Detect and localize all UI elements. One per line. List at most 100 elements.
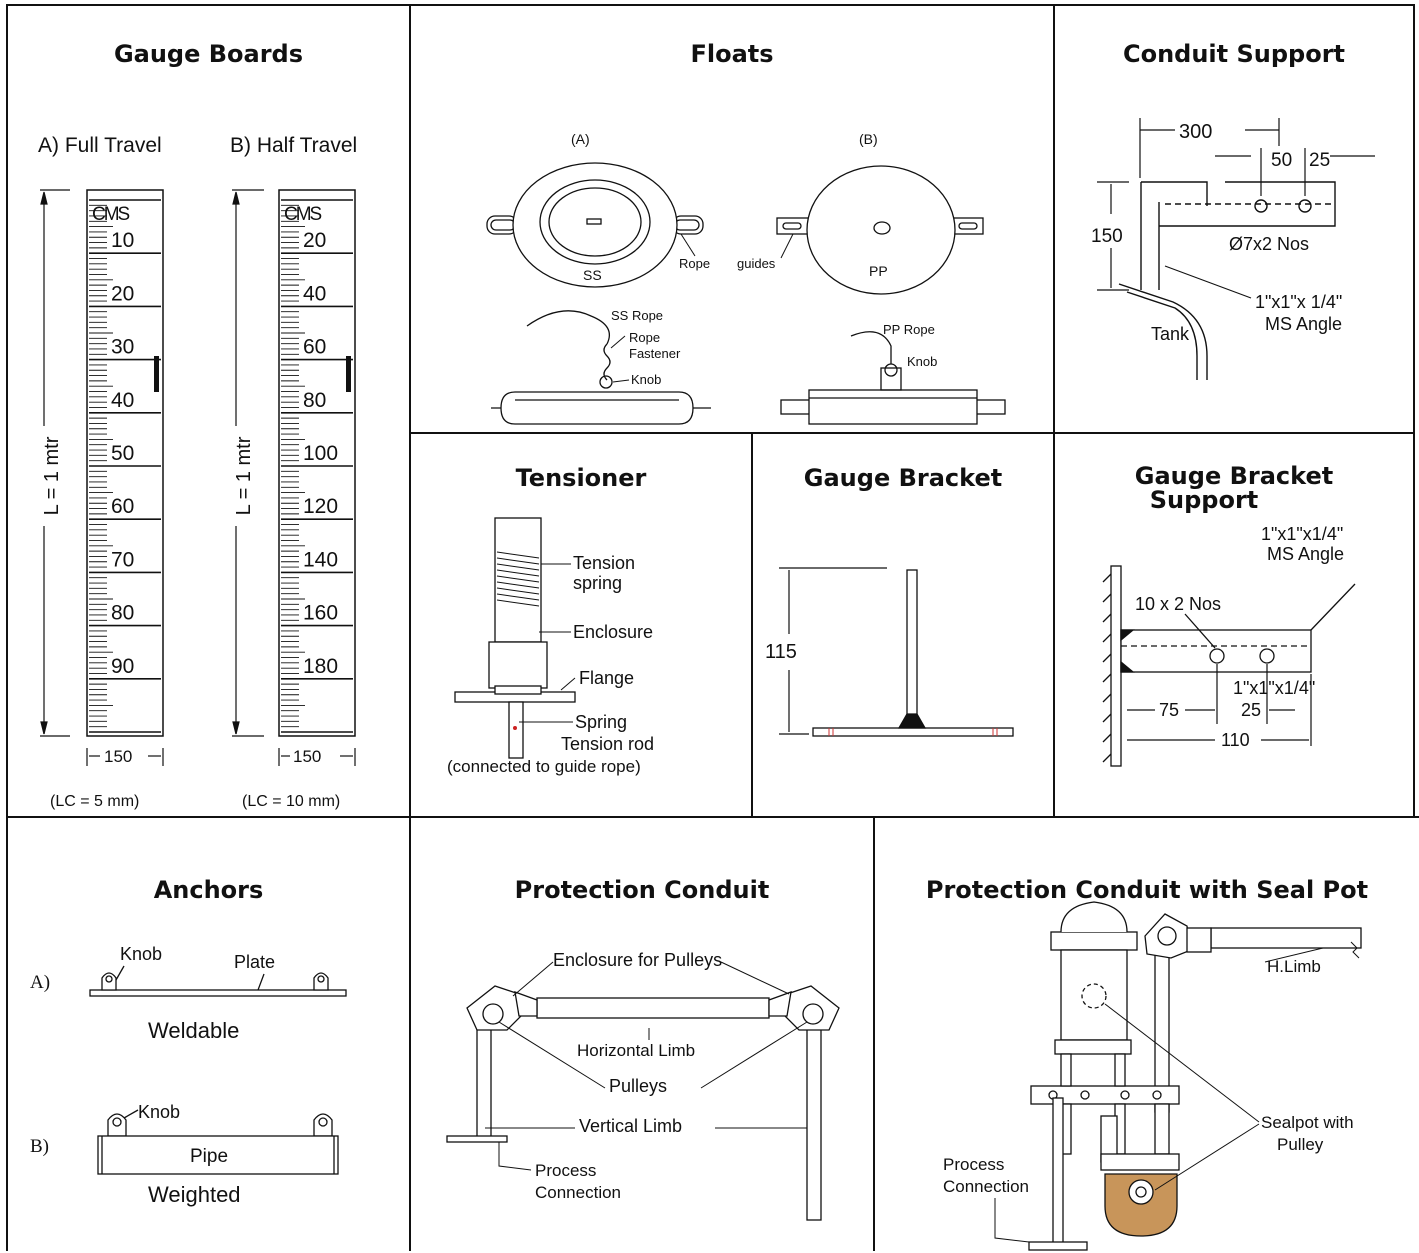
- scale-number: 120: [303, 495, 338, 518]
- knob-label-anchor-b: Knob: [138, 1102, 180, 1122]
- seal-pot-panel: Protection Conduit with Seal Pot: [873, 816, 1419, 1251]
- lc-label-a: (LC = 5 mm): [50, 793, 139, 810]
- pulleys-label: Pulleys: [609, 1076, 667, 1096]
- process-connection-label-1: Process: [535, 1161, 596, 1180]
- sealpot-label-1: Sealpot with: [1261, 1113, 1354, 1132]
- scale-number: 60: [111, 495, 134, 518]
- scale-number: 30: [111, 336, 134, 359]
- dim-50: 50: [1271, 150, 1292, 171]
- scale-number: 80: [111, 602, 134, 625]
- scale-number: 50: [111, 442, 134, 465]
- bracket-body: [812, 569, 1014, 737]
- tensioner-body: [454, 517, 576, 759]
- float-b-label: (B): [859, 131, 878, 147]
- ms-angle-label-1: 1"x1"x 1/4": [1255, 292, 1342, 312]
- protection-conduit-panel: Protection Conduit Enclosure for Pulleys…: [409, 816, 875, 1251]
- pp-label: PP: [869, 263, 888, 279]
- rod-mark: [513, 726, 517, 730]
- tension-spring-label-2: spring: [573, 573, 622, 593]
- sealpot-label-2: Pulley: [1277, 1135, 1324, 1154]
- length-label-a: L = 1 mtr: [41, 436, 63, 515]
- dim-115: 115: [765, 641, 797, 663]
- dim-75: 75: [1159, 700, 1179, 720]
- conduit-assembly: [446, 985, 840, 1221]
- ms-angle-label-2: MS Angle: [1265, 314, 1342, 334]
- vertical-limb-label: Vertical Limb: [579, 1116, 682, 1136]
- tensioner-panel: Tensioner Tension spring Enclosure Flang…: [409, 432, 753, 818]
- sealpot-process-label-1: Process: [943, 1155, 1004, 1174]
- ss-float-top-view: [486, 162, 704, 288]
- scale-number: 160: [303, 602, 338, 625]
- flange-label: Flange: [579, 668, 634, 688]
- spring-rod-label-2: Tension rod: [561, 734, 654, 754]
- cms-label-a: CMS: [92, 204, 130, 225]
- conduit-support-panel: Conduit Support 300 50 25 150 Ø7x2 Nos 1…: [1053, 4, 1415, 434]
- weighted-anchor: [97, 1109, 339, 1175]
- pointer-a: [154, 356, 159, 392]
- bracket-holes-label: 10 x 2 Nos: [1135, 594, 1221, 614]
- gauge-bracket-panel: Gauge Bracket 115: [751, 432, 1055, 818]
- half-travel-label: B) Half Travel: [230, 134, 357, 157]
- protection-conduit-drawing: Enclosure for Pulleys Horizontal Limb Pu…: [446, 950, 840, 1221]
- gauge-bracket-title: Gauge Bracket: [803, 464, 1003, 492]
- pipe-label: Pipe: [190, 1146, 228, 1167]
- dim-300: 300: [1179, 121, 1212, 143]
- enclosure-label: Enclosure: [573, 622, 653, 642]
- cms-label-b: CMS: [284, 204, 322, 225]
- tensioner-drawing: Tension spring Enclosure Flange Spring T…: [447, 517, 654, 776]
- dim-25: 25: [1309, 150, 1330, 171]
- process-connection-label-2: Connection: [535, 1183, 621, 1202]
- anchors-title: Anchors: [153, 876, 264, 904]
- sealpot-leaders: [1104, 1003, 1260, 1191]
- scale-number: 10: [111, 229, 134, 252]
- tensioner-title: Tensioner: [515, 464, 647, 492]
- spring-rod-label-1: Spring: [575, 712, 627, 732]
- spring-rod-label-3: (connected to guide rope): [447, 757, 641, 776]
- tank-label: Tank: [1151, 324, 1190, 344]
- floats-drawing: (A) (B) SS Rope PP guides: [486, 131, 1006, 425]
- anchors-panel: Anchors A) B) Knob Plate Weldable Knob P…: [6, 816, 411, 1251]
- rope-label: Rope: [679, 256, 710, 271]
- ms-angle-support: [1118, 181, 1336, 380]
- bracket-support-dimensions: [1127, 664, 1312, 746]
- bracket-holes: [828, 728, 998, 736]
- scale-number: 70: [111, 548, 134, 571]
- ss-float-side-view: [491, 310, 711, 425]
- float-a-label: (A): [571, 131, 590, 147]
- weldable-label: Weldable: [148, 1018, 239, 1043]
- sealpot-pulley-hub: [1135, 1186, 1147, 1198]
- scale-number: 40: [111, 389, 134, 412]
- h-limb-break: [1350, 941, 1360, 959]
- bracket-support-title-1: Gauge Bracket: [1134, 462, 1334, 490]
- dim-25-bracket: 25: [1241, 700, 1261, 720]
- lc-label-b: (LC = 10 mm): [242, 793, 340, 810]
- scale-number: 180: [303, 655, 338, 678]
- scale-number: 90: [111, 655, 134, 678]
- tensioner-leaders: [519, 563, 576, 723]
- gauge-board-b-ticks: [281, 199, 353, 733]
- gauge-bracket-drawing: 115: [765, 567, 1014, 737]
- seal-pot-assembly: [1028, 901, 1362, 1251]
- bracket-dimension: [779, 567, 887, 735]
- conduit-support-drawing: 300 50 25 150 Ø7x2 Nos 1"x1"x 1/4" MS An…: [1091, 118, 1375, 380]
- gauge-board-a-ticks: [89, 199, 161, 733]
- scale-number: 140: [303, 548, 338, 571]
- scale-number: 40: [303, 282, 326, 305]
- conduit-support-dimensions: [1097, 118, 1375, 291]
- dim-150: 150: [1091, 226, 1123, 247]
- gauge-boards-drawing: A) Full Travel B) Half Travel L = 1 mtr …: [38, 134, 357, 810]
- gauge-board-a: [86, 189, 164, 737]
- protection-conduit-title: Protection Conduit: [514, 876, 770, 904]
- knob-label-b: Knob: [907, 354, 937, 369]
- tension-spring: [496, 551, 540, 607]
- scale-number: 60: [303, 336, 326, 359]
- pp-float-top-view: [776, 165, 984, 295]
- gauge-boards-panel: Gauge Boards A) Full Travel B) Half Trav…: [6, 4, 411, 818]
- pp-rope-label: PP Rope: [883, 322, 935, 337]
- bracket-support-drawing: 1"x1"x1/4" MS Angle 10 x 2 Nos 1"x1"x1/4…: [1102, 524, 1356, 767]
- gauge-board-b: [278, 189, 356, 737]
- length-dimension-a: [40, 189, 70, 737]
- full-travel-label: A) Full Travel: [38, 134, 162, 157]
